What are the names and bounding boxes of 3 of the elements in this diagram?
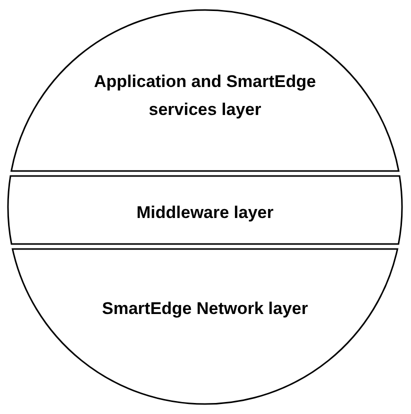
layer-label: Application and SmartEdge services layer [93, 71, 317, 121]
layer-label: SmartEdge Network layer [102, 298, 308, 320]
layer-label: Middleware layer [136, 202, 274, 224]
